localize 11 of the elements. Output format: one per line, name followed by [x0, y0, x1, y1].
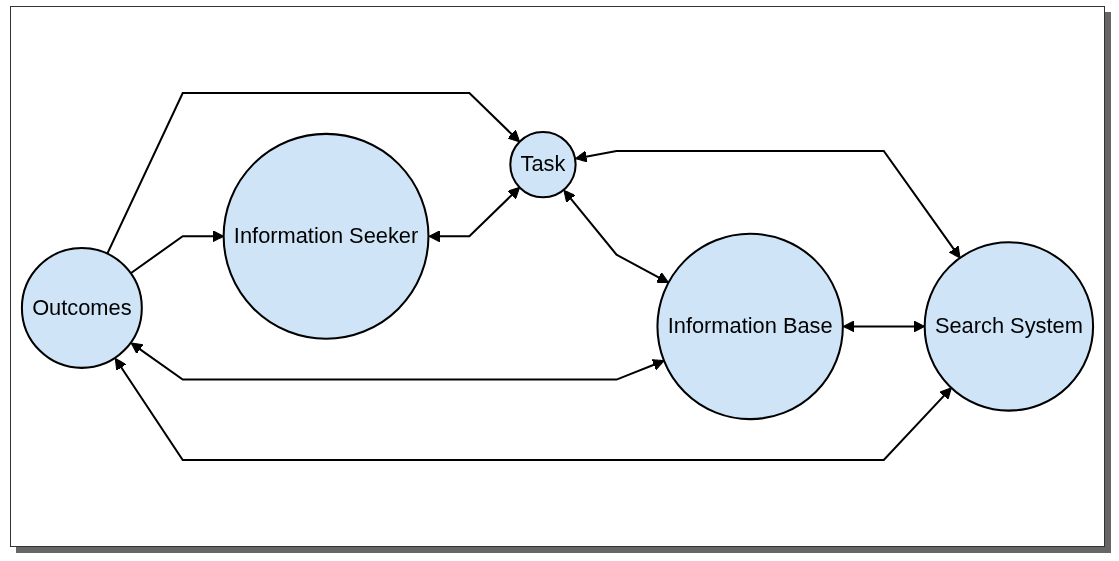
arrow: [106, 91, 521, 255]
arrow: [575, 149, 961, 259]
node-circle: Outcomes: [20, 246, 143, 369]
arrow: [563, 189, 669, 284]
arrow: [130, 342, 665, 381]
arrow: [428, 186, 521, 243]
node-circle: Information Seeker: [222, 132, 430, 340]
node-circle: Task: [509, 130, 577, 199]
node-circle: Search System: [923, 241, 1095, 412]
arrow: [114, 357, 952, 462]
node-circle: Information Base: [656, 232, 844, 421]
